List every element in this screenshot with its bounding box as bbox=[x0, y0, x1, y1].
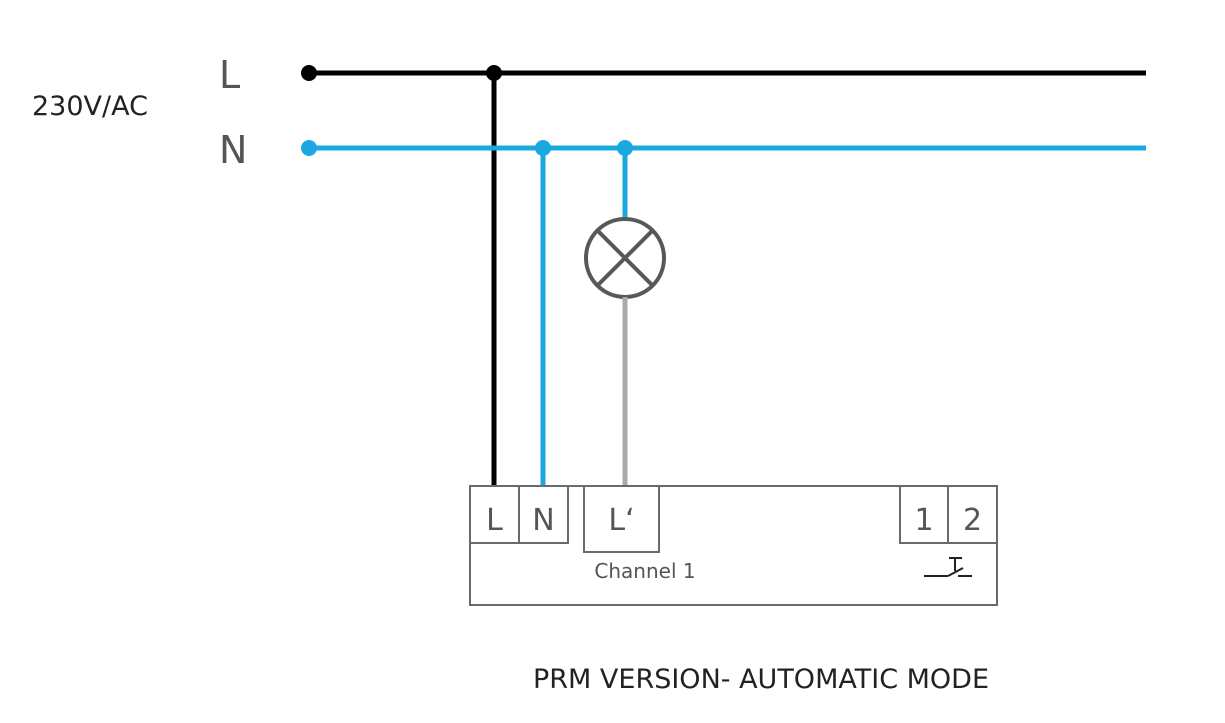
terminal-2-label: 2 bbox=[963, 503, 982, 538]
terminal-l-out-label: L‘ bbox=[608, 503, 634, 538]
terminal-l: L bbox=[469, 485, 520, 544]
line-n-start-dot bbox=[301, 140, 317, 156]
terminal-2: 2 bbox=[947, 485, 998, 544]
pushbutton-switch-icon bbox=[924, 557, 972, 577]
terminal-n-label: N bbox=[532, 503, 554, 538]
terminal-n: N bbox=[518, 485, 569, 544]
line-l-start-dot bbox=[301, 65, 317, 81]
lamp-icon bbox=[584, 217, 666, 299]
line-l-label: L bbox=[219, 53, 240, 97]
terminal-l-out: L‘ bbox=[583, 485, 660, 553]
line-n-label: N bbox=[219, 128, 247, 172]
terminal-l-label: L bbox=[486, 503, 503, 538]
supply-voltage-label: 230V/AC bbox=[32, 91, 148, 122]
channel-label: Channel 1 bbox=[594, 559, 695, 583]
terminal-1-label: 1 bbox=[914, 503, 933, 538]
terminal-1: 1 bbox=[899, 485, 949, 544]
relay-device bbox=[469, 485, 998, 606]
diagram-caption: PRM VERSION- AUTOMATIC MODE bbox=[533, 664, 989, 695]
